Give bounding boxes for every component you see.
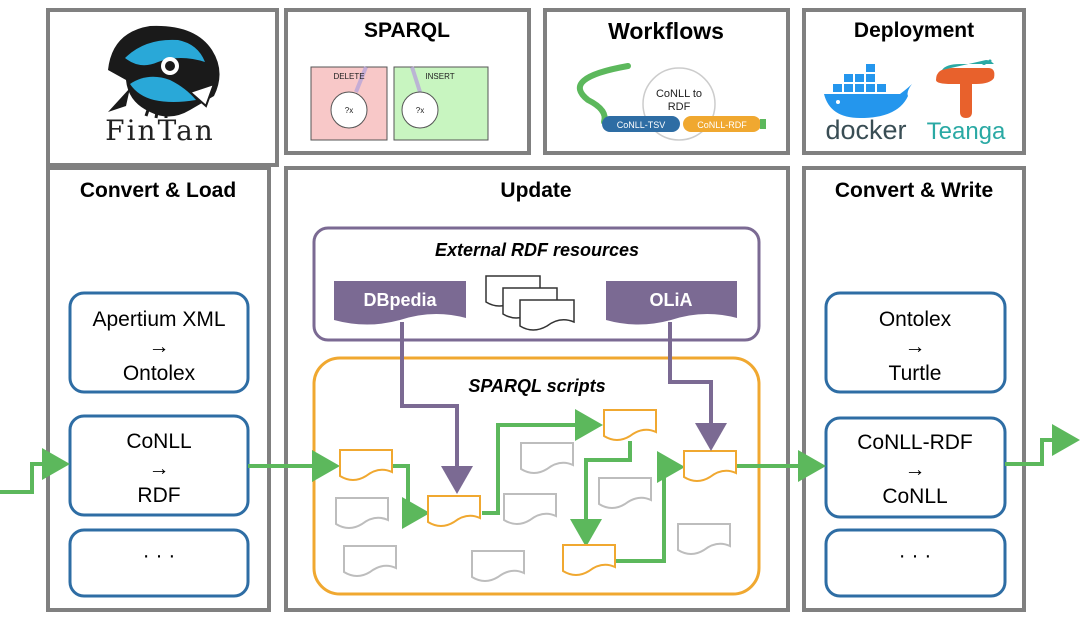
teanga-t-icon <box>936 59 995 118</box>
workflows-panel-title: Workflows <box>608 18 724 44</box>
write-box-ontolex-arrow: → <box>905 335 926 358</box>
teanga-logo-text: Teanga <box>927 118 1006 145</box>
load-box-apertium-line1: Apertium XML <box>92 308 225 331</box>
convert-load-panel-title: Convert & Load <box>80 179 236 202</box>
docker-logo-text: docker <box>825 115 906 145</box>
script-arrow-1 <box>392 464 430 529</box>
write-box-ontolex <box>824 291 1007 394</box>
write-box-more-label: · · · <box>899 544 932 567</box>
workflow-node-label-1: CoNLL to <box>656 88 702 100</box>
logo-text: FinTan <box>105 114 215 147</box>
load-box-more <box>68 528 250 598</box>
olia-arrow <box>668 322 727 451</box>
olia-resource <box>606 281 737 325</box>
load-box-conll-line1: CoNLL <box>126 430 191 453</box>
write-box-conll-rdf-line2: CoNLL <box>882 485 947 508</box>
convert-write-panel-title: Convert & Write <box>835 179 993 202</box>
resource-arrows <box>400 322 727 494</box>
dbpedia-resource <box>334 281 466 325</box>
load-box-apertium-line2: Ontolex <box>123 362 196 385</box>
write-box-conll-rdf-line1: CoNLL-RDF <box>857 431 973 454</box>
docker-whale-icon <box>824 64 912 118</box>
sparql-var-left: ?x <box>345 106 353 115</box>
workflow-node-label-2: RDF <box>668 101 691 113</box>
sparql-thumbnail: DELETE INSERT ?x ?x <box>310 66 489 141</box>
write-box-ontolex-line2: Turtle <box>889 362 942 385</box>
script-arrow-4 <box>615 451 685 563</box>
sparql-delete-label: DELETE <box>333 72 364 81</box>
write-box-conll-rdf-arrow: → <box>905 458 926 481</box>
fish-logo-icon <box>108 25 220 119</box>
workflow-output-label: CoNLL-RDF <box>697 120 747 130</box>
load-box-apertium <box>68 291 250 394</box>
write-box-ontolex-line1: Ontolex <box>879 308 952 331</box>
workflow-input-label: CoNLL-TSV <box>617 120 666 130</box>
external-resources-title: External RDF resources <box>435 240 639 260</box>
script-arrow-3 <box>570 441 632 547</box>
olia-label: OLiA <box>650 290 693 310</box>
write-box-more <box>824 528 1007 598</box>
load-box-conll-arrow: → <box>149 457 170 480</box>
data-flow-arrows <box>0 409 1080 563</box>
update-panel-title: Update <box>500 179 571 202</box>
load-box-conll-line2: RDF <box>137 484 180 507</box>
load-box-more-label: · · · <box>143 544 176 567</box>
output-arrow <box>1005 424 1080 466</box>
sparql-var-right: ?x <box>416 106 424 115</box>
load-box-apertium-arrow: → <box>149 335 170 358</box>
script-arrow-2 <box>482 409 603 515</box>
sparql-panel-title: SPARQL <box>364 19 450 42</box>
workflow-thumbnail: CoNLL to RDF CoNLL-TSV CoNLL-RDF <box>576 63 766 141</box>
sparql-insert-label: INSERT <box>425 72 454 81</box>
dbpedia-arrow <box>400 322 473 494</box>
input-arrow <box>0 448 70 494</box>
write-box-conll-rdf <box>824 416 1007 519</box>
deployment-panel-title: Deployment <box>854 19 974 42</box>
dbpedia-label: DBpedia <box>363 290 437 310</box>
sparql-scripts-title: SPARQL scripts <box>468 376 605 396</box>
